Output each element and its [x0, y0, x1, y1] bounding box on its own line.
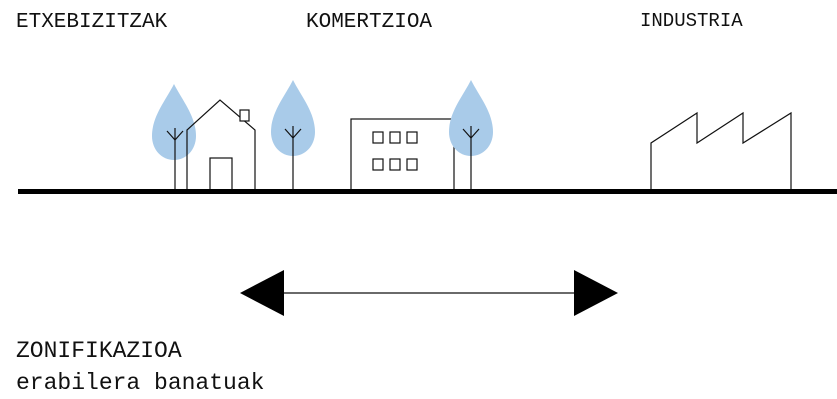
tree-icon [152, 84, 196, 190]
factory-icon [650, 111, 792, 190]
tree-icon [271, 80, 315, 190]
zone-label-industrial: INDUSTRIA [640, 10, 743, 32]
ground-line [18, 189, 837, 194]
zone-label-commercial: KOMERTZIOA [306, 11, 433, 34]
shop-building-icon [350, 118, 455, 191]
caption-subtitle: erabilera banatuak [16, 370, 265, 396]
double-arrow-icon [240, 270, 618, 316]
caption-title: ZONIFIKAZIOA [16, 338, 182, 364]
tree-icon [449, 80, 493, 190]
zone-label-residential: ETXEBIZITZAK [16, 11, 168, 34]
house-icon [186, 99, 256, 191]
